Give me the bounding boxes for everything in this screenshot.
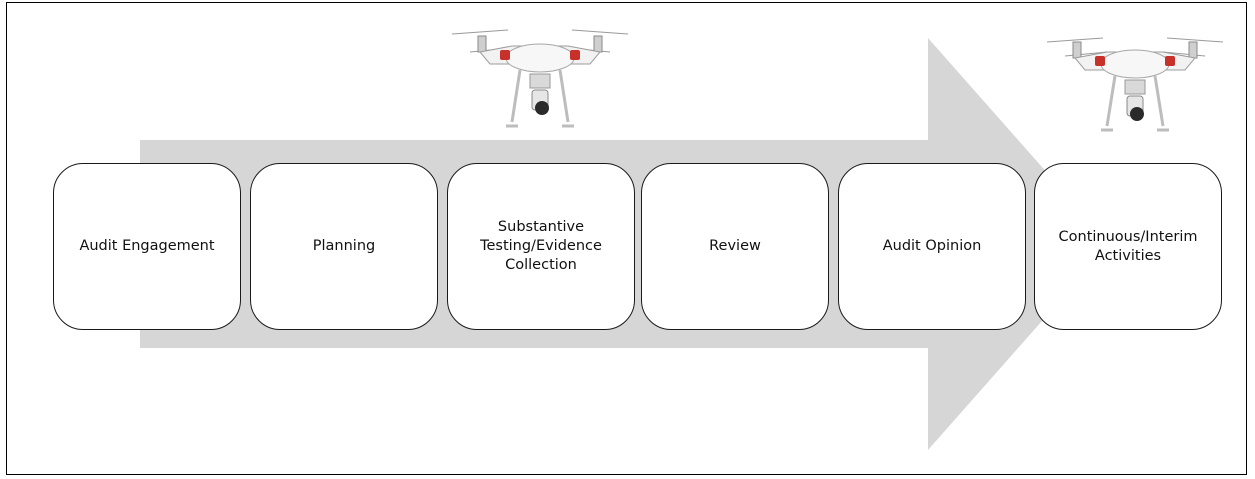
step-audit-engagement: Audit Engagement bbox=[53, 163, 241, 330]
step-label: Continuous/Interim Activities bbox=[1058, 228, 1198, 264]
step-label: Audit Engagement bbox=[79, 238, 215, 254]
step-label: Planning bbox=[312, 238, 376, 254]
step-audit-opinion: Audit Opinion bbox=[838, 163, 1026, 330]
step-substantive-testing: Substantive Testing/Evidence Collection bbox=[447, 163, 635, 330]
step-planning: Planning bbox=[250, 163, 438, 330]
step-label: Review bbox=[709, 238, 761, 254]
drone-icon bbox=[1046, 37, 1224, 132]
step-label: Substantive Testing/Evidence Collection bbox=[480, 219, 602, 273]
step-review: Review bbox=[641, 163, 829, 330]
step-label: Audit Opinion bbox=[882, 238, 982, 254]
drone-icon bbox=[451, 29, 629, 128]
step-continuous-interim: Continuous/Interim Activities bbox=[1034, 163, 1222, 330]
